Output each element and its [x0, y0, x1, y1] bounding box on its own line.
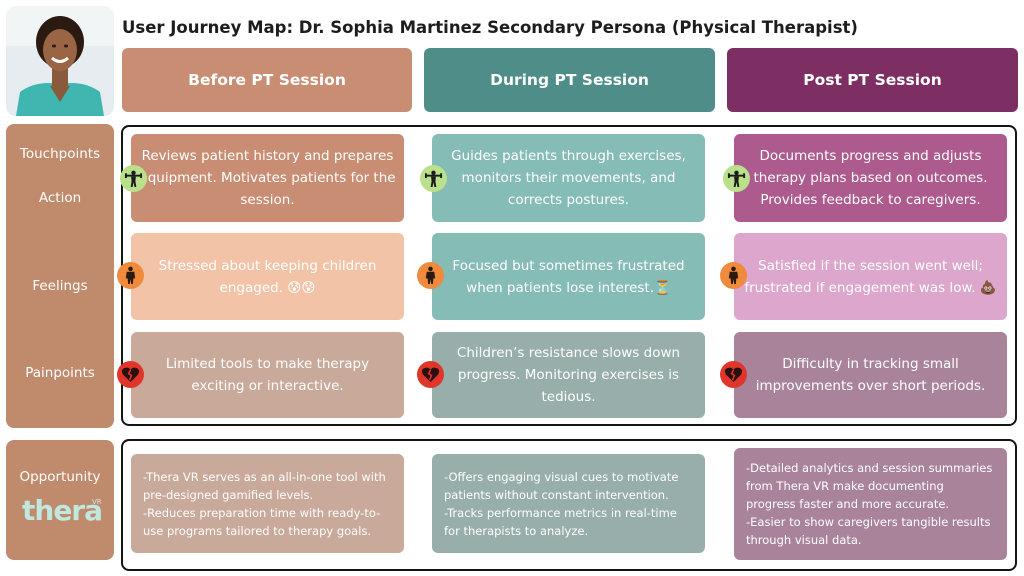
opportunity-label-column: Opportunity [6, 440, 114, 560]
person-standing-icon [417, 262, 444, 289]
feelings-card-post: Satisfied if the session went well; frus… [734, 233, 1007, 320]
logo-superscript: VR [92, 498, 102, 506]
row-label-action: Action [38, 190, 82, 206]
action-text-post: Documents progress and adjusts therapy p… [753, 148, 988, 208]
feelings-text-before: Stressed about keeping children engaged.… [158, 257, 377, 296]
opportunity-line: -Thera VR serves as an all-in-one tool w… [143, 469, 386, 502]
opportunity-card-post: -Detailed analytics and session summarie… [734, 448, 1007, 560]
row-label-opportunity: Opportunity [19, 469, 101, 485]
row-labels-column: Touchpoints Action Feelings Painpoints [6, 124, 114, 428]
row-label-touchpoints: Touchpoints [19, 146, 101, 162]
person-standing-icon [117, 262, 144, 289]
person-lifting-icon [723, 165, 750, 192]
feelings-text-post: Satisfied if the session went well; frus… [744, 257, 997, 296]
logo-text: thera [22, 494, 103, 527]
feelings-card-during: Focused but sometimes frustrated when pa… [432, 233, 705, 320]
opportunity-line: -Easier to show caregivers tangible resu… [746, 515, 991, 547]
person-lifting-icon [120, 165, 147, 192]
row-label-feelings: Feelings [32, 278, 88, 294]
action-card-before: Reviews patient history and prepares equ… [131, 134, 404, 222]
page-title: User Journey Map: Dr. Sophia Martinez Se… [122, 18, 858, 37]
person-lifting-icon [420, 165, 447, 192]
phase-post-pt-session: Post PT Session [727, 48, 1018, 112]
feelings-text-during: Focused but sometimes frustrated when pa… [452, 257, 685, 296]
broken-heart-icon [720, 361, 747, 388]
feelings-card-before: Stressed about keeping children engaged.… [131, 233, 404, 320]
opportunity-line: -Offers engaging visual cues to motivate… [444, 469, 679, 502]
painpoints-text-during: Children’s resistance slows down progres… [456, 345, 681, 405]
opportunity-card-before: -Thera VR serves as an all-in-one tool w… [131, 454, 404, 553]
painpoints-card-during: Children’s resistance slows down progres… [432, 332, 705, 418]
action-text-before: Reviews patient history and prepares equ… [139, 148, 396, 208]
phase-before-pt-session: Before PT Session [122, 48, 412, 112]
person-standing-icon [720, 262, 747, 289]
action-card-post: Documents progress and adjusts therapy p… [734, 134, 1007, 222]
row-label-painpoints: Painpoints [25, 365, 95, 381]
broken-heart-icon [117, 361, 144, 388]
opportunity-line: -Tracks performance metrics in real-time… [444, 505, 677, 538]
painpoints-text-before: Limited tools to make therapy exciting o… [165, 356, 370, 394]
action-text-during: Guides patients through exercises, monit… [451, 148, 686, 208]
thera-vr-logo: thera VR [22, 492, 106, 532]
journey-opportunity-frame [121, 439, 1017, 571]
persona-avatar [6, 6, 114, 116]
phase-during-pt-session: During PT Session [424, 48, 715, 112]
opportunity-card-during: -Offers engaging visual cues to motivate… [432, 454, 705, 553]
painpoints-card-before: Limited tools to make therapy exciting o… [131, 332, 404, 418]
opportunity-line: -Reduces preparation time with ready-to-… [143, 505, 381, 538]
broken-heart-icon [417, 361, 444, 388]
action-card-during: Guides patients through exercises, monit… [432, 134, 705, 222]
therapist-photo [6, 6, 114, 116]
opportunity-line: -Detailed analytics and session summarie… [746, 461, 993, 511]
painpoints-card-post: Difficulty in tracking small improvement… [734, 332, 1007, 418]
painpoints-text-post: Difficulty in tracking small improvement… [755, 356, 986, 394]
